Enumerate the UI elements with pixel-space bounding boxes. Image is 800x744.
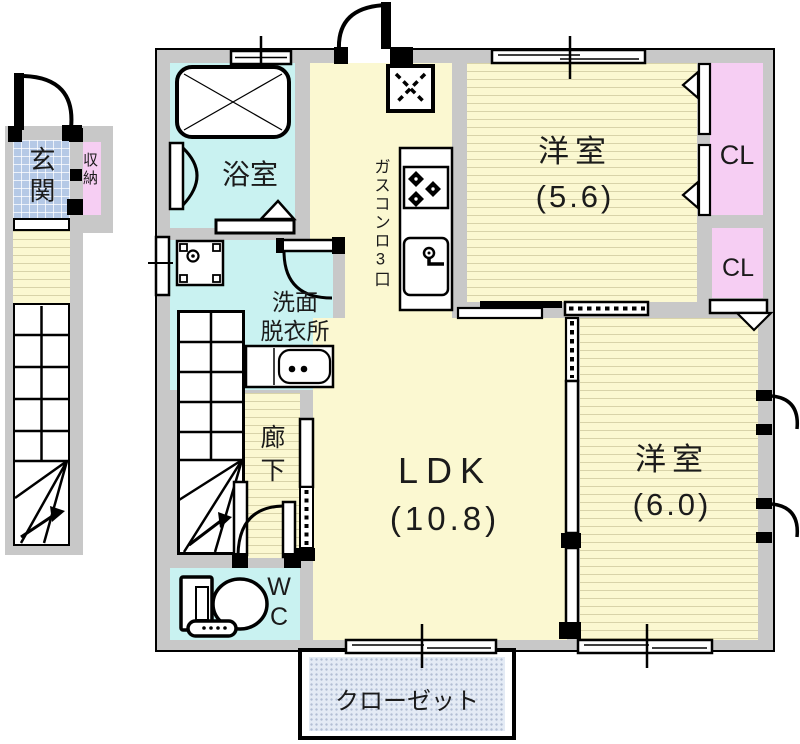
closet-floor: [309, 657, 505, 731]
cl-upper-label: CL: [719, 140, 755, 170]
closet-label: クローゼット: [335, 688, 479, 715]
gas-stove-label: ガスコンロ3口: [371, 158, 390, 289]
shuno-floor: [83, 142, 101, 215]
ldk-size: (10.8): [389, 500, 501, 537]
bedroom-upper-size: (5.6): [535, 179, 615, 214]
washroom-label-line1: 洗面: [272, 289, 318, 315]
bath-floor: [170, 63, 295, 228]
washroom-label: 洗面 脱衣所: [228, 288, 362, 346]
bedroom-upper-name: 洋室: [538, 134, 612, 169]
bedroom-upper-floor: [467, 63, 697, 302]
ldk-name: LDK: [397, 450, 493, 491]
outside-stairs: [13, 303, 70, 546]
bedroom-right-size: (6.0): [632, 487, 712, 522]
shuno-label: 収納: [81, 152, 98, 188]
ldk-floor: [313, 318, 567, 640]
bedroom-right-name: 洋室: [635, 442, 709, 477]
bath-label: 浴室: [221, 159, 278, 190]
genkan-step: [13, 218, 70, 231]
cl-lower-label: CL: [722, 254, 754, 282]
genkan-label: 玄関: [26, 146, 56, 208]
genkan-floor: [13, 140, 70, 218]
wc-label: WC: [265, 573, 293, 633]
ldk-label: LDK (10.8): [345, 450, 545, 538]
bedroom-right-floor: [580, 318, 758, 640]
washroom-label-line2: 脱衣所: [260, 318, 330, 344]
bedroom-right-label: 洋室 (6.0): [572, 434, 772, 523]
entrance-landing: [13, 231, 70, 303]
cl-lower-floor: [712, 228, 763, 298]
main-stairs: [177, 310, 245, 555]
bedroom-upper-label: 洋室 (5.6): [475, 126, 675, 215]
corridor-label: 廊下: [257, 424, 285, 490]
cl-upper-floor: [710, 63, 763, 215]
